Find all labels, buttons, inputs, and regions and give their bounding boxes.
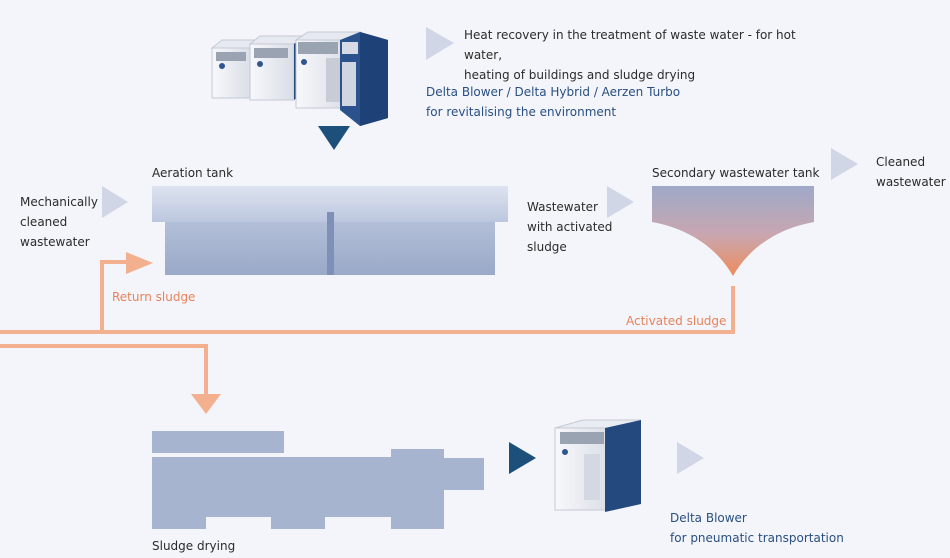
play-triangle-icon [607, 186, 634, 218]
sludge-drying-label: Sludge drying [152, 539, 236, 553]
aeration-tank-label: Aeration tank [152, 166, 234, 180]
aeration-tank [152, 186, 508, 275]
top-blowers-title: Delta Blower / Delta Hybrid / Aerzen Tur… [426, 85, 681, 99]
sludge-down-arrowhead [191, 394, 221, 414]
heat-recovery-text: Heat recovery in the treatment of waste … [464, 28, 796, 82]
bottom-blower-subtitle: for pneumatic transportation [670, 531, 844, 545]
top-blowers-subtitle: for revitalising the environment [426, 105, 617, 119]
blower-unit-icon [554, 419, 642, 512]
play-triangle-icon [831, 148, 858, 180]
play-triangle-icon [426, 27, 454, 60]
down-triangle-icon [318, 126, 350, 150]
wastewater-activated-label: Wastewater with activated sludge [527, 200, 613, 254]
mechanically-cleaned-label: Mechanically cleaned wastewater [20, 195, 98, 249]
return-sludge-label: Return sludge [112, 290, 196, 304]
sludge-flow-lines [0, 260, 735, 396]
sludge-dryer [152, 431, 484, 529]
return-arrowhead [126, 252, 153, 274]
play-triangle-icon [102, 186, 128, 218]
blower-cluster-icon [210, 31, 388, 126]
cleaned-wastewater-label: Cleaned wastewater [876, 155, 946, 189]
secondary-tank-funnel [652, 186, 814, 276]
play-triangle-icon [509, 442, 536, 474]
play-triangle-icon [677, 442, 704, 474]
secondary-tank-label: Secondary wastewater tank [652, 166, 820, 180]
activated-sludge-label: Activated sludge [626, 314, 727, 328]
bottom-blower-title: Delta Blower [670, 511, 747, 525]
